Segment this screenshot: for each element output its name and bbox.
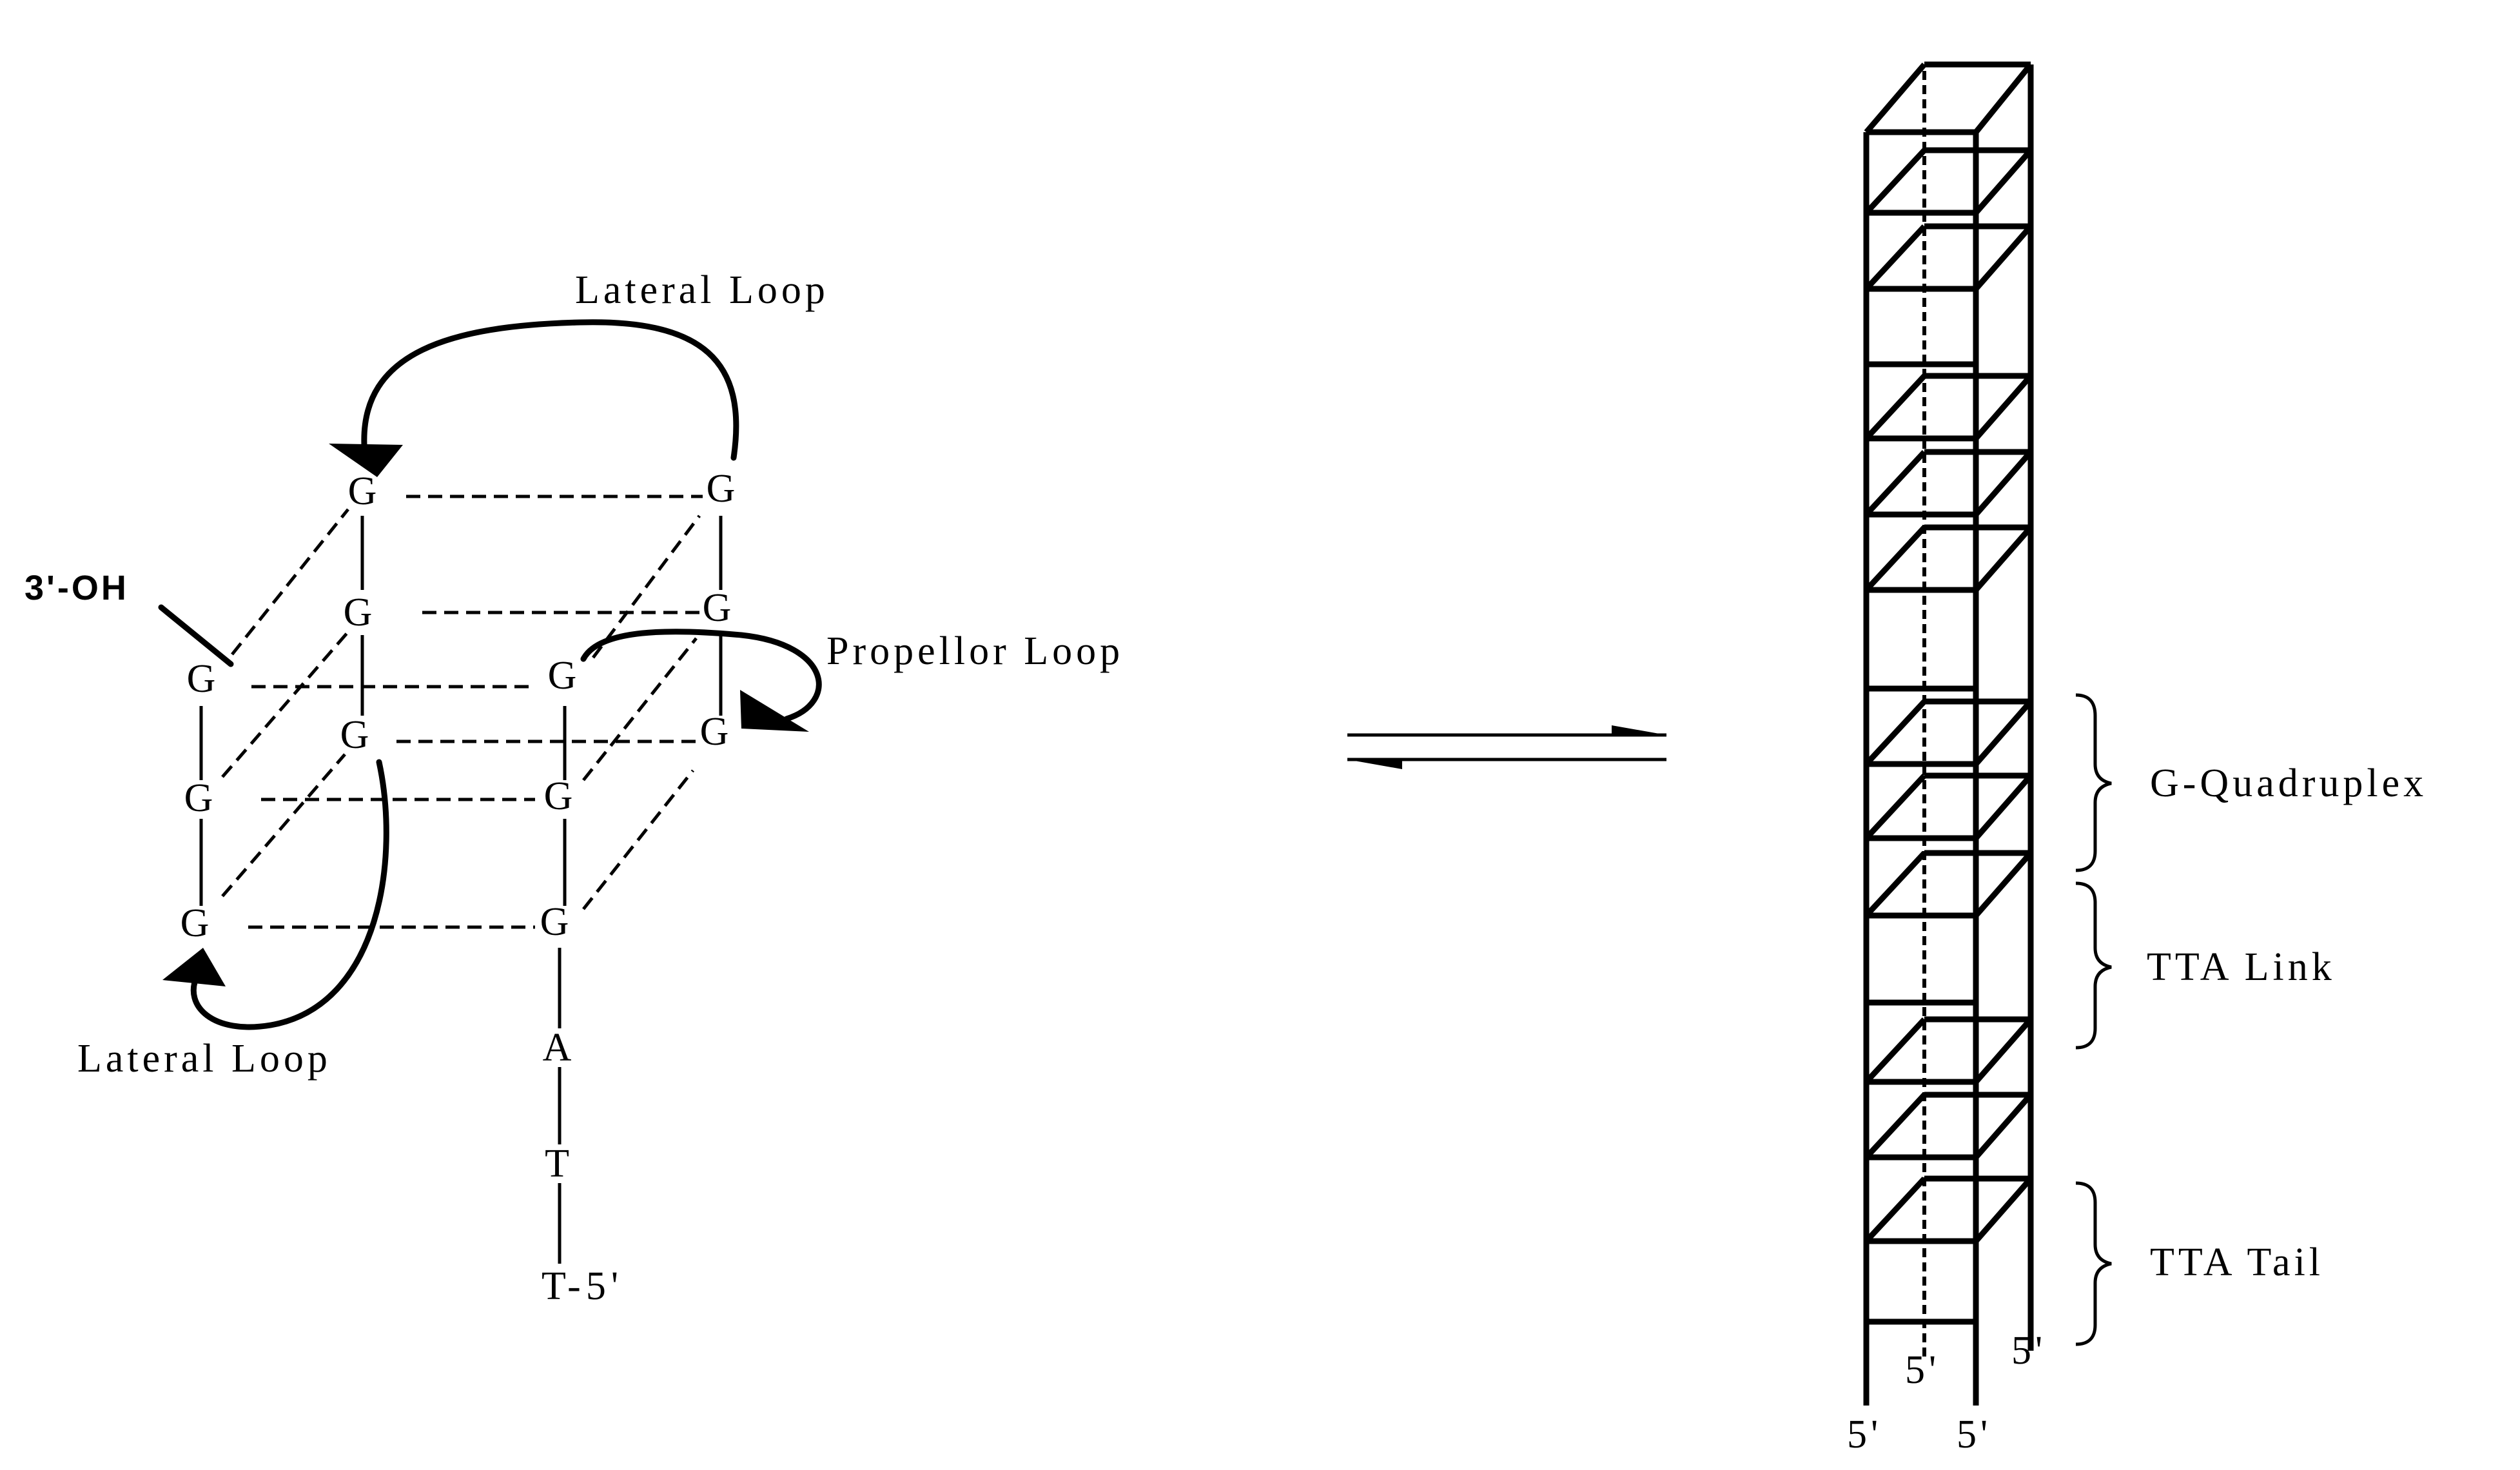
three-prime-oh-label: 3'-OH (24, 569, 129, 607)
tower-tier-edge (1864, 148, 1927, 215)
nucleotide: G (340, 713, 369, 757)
arrowhead-icon (740, 690, 809, 732)
tail-nucleotide: A (543, 1026, 572, 1070)
braces (2075, 693, 2112, 1346)
nucleotide: G (348, 469, 377, 513)
tower-tier-edge (1864, 525, 1927, 593)
five-prime-end-label: 5' (1957, 1413, 1991, 1456)
tower-tier-edge (1973, 1177, 2033, 1243)
hydrogen-bond-lines (221, 495, 703, 929)
equilibrium-arrows-icon (1347, 725, 1666, 769)
nucleotide: G (187, 657, 216, 701)
tower-tier-edge (1864, 224, 1927, 291)
g-quadruplex-label: G-Quadruplex (2150, 761, 2427, 805)
arrowhead-icon (329, 444, 403, 477)
tower-top-edge (1973, 63, 2033, 134)
nucleotide: G (707, 467, 736, 511)
nucleotides: G G G G G G G G G G G G A T T-5' (181, 467, 736, 1308)
tower-tier-edge (1973, 148, 2033, 215)
tower-tier-edge (1973, 374, 2033, 440)
stacked-quadruplex-tower (1863, 61, 2034, 1406)
five-prime-end-label: 5' (2011, 1329, 2046, 1373)
five-prime-end-label: 5' (1905, 1348, 1940, 1392)
nucleotide: G (548, 654, 577, 698)
tail-nucleotide: T (545, 1142, 569, 1186)
quadruplex-structure: G G G G G G G G G G G G A T T-5' (24, 268, 1124, 1308)
nucleotide: G (181, 901, 210, 945)
tta-link-label: TTA Link (2147, 945, 2336, 989)
loops (162, 319, 822, 1030)
lateral-loop-bottom-label: Lateral Loop (77, 1037, 331, 1081)
tta-tail-label: TTA Tail (2150, 1240, 2324, 1284)
tower-tier-edge (1973, 774, 2033, 840)
nucleotide: G (703, 586, 732, 630)
tower-tier-edge (1973, 1093, 2033, 1159)
nucleotide: G (184, 776, 213, 820)
nucleotide: G (544, 774, 573, 818)
nucleotide: G (344, 591, 373, 634)
lateral-loop-top-label: Lateral Loop (575, 268, 829, 312)
tower-tier-edge (1864, 449, 1927, 517)
arrowhead-icon (162, 948, 226, 986)
tower-tier-edge (1973, 224, 2033, 291)
tower-tier-edge (1973, 1017, 2033, 1084)
tail-nucleotide: T-5' (542, 1264, 623, 1308)
tower-tier-edge (1864, 773, 1927, 841)
tower-tier-edge (1864, 373, 1927, 441)
tower-tier-edge (1973, 851, 2033, 917)
tower-top-edge (1864, 63, 1927, 134)
tower-tier-edge (1864, 1017, 1927, 1084)
propellor-loop-label: Propellor Loop (826, 629, 1124, 673)
tower-tier-edge (1864, 850, 1927, 918)
tower-tier-edge (1864, 1176, 1927, 1244)
nucleotide: G (540, 900, 569, 944)
tower-tier-edge (1864, 1092, 1927, 1160)
tower-tier-edge (1973, 525, 2033, 592)
backbone-lines (199, 516, 723, 1264)
tower-tier-edge (1973, 450, 2033, 516)
five-prime-end-label: 5' (1847, 1413, 1882, 1456)
tower-tier-edge (1864, 699, 1927, 767)
tower-tier-edge (1973, 700, 2033, 766)
nucleotide: G (700, 710, 729, 754)
